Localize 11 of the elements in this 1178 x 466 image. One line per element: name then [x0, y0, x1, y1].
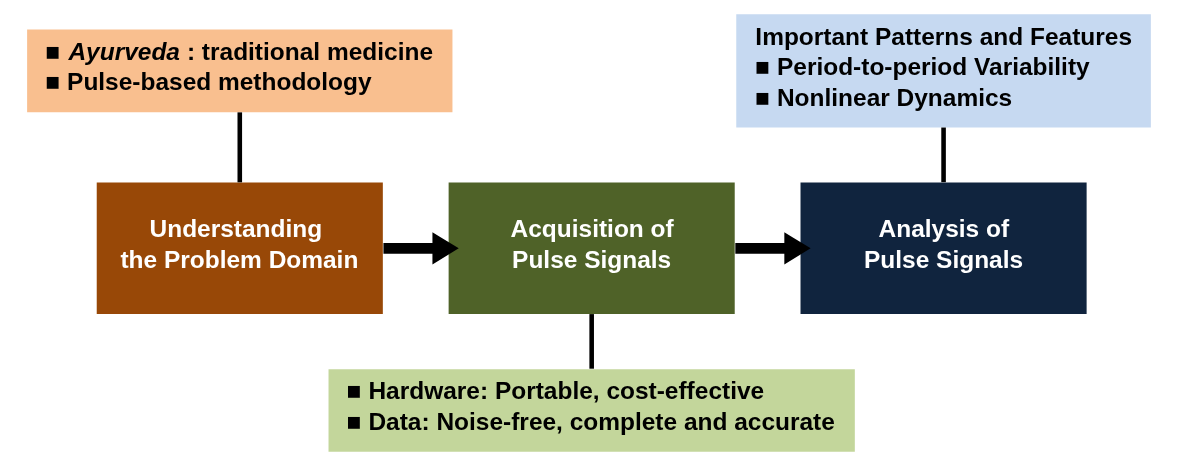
node-box: Understanding the Problem Domain: [96, 182, 383, 315]
connector: [237, 112, 243, 183]
node-box: ■ Ayurveda : traditional medicine ■ Pulse-based methodology: [27, 29, 453, 113]
connector: [941, 127, 946, 183]
node-box: ■ Hardware: Portable, cost-effective ■ Data: Noise-free, complete and accurate: [328, 369, 855, 452]
node-box: Analysis of Pulse Signals: [800, 182, 1087, 315]
connector: [589, 314, 594, 369]
node-box: Acquisition of Pulse Signals: [448, 182, 735, 315]
arrow: [383, 232, 459, 265]
node-box: Important Patterns and Features ■ Period-to-period Variability ■ Nonlinear Dynamics: [736, 14, 1151, 128]
arrow: [735, 232, 811, 265]
